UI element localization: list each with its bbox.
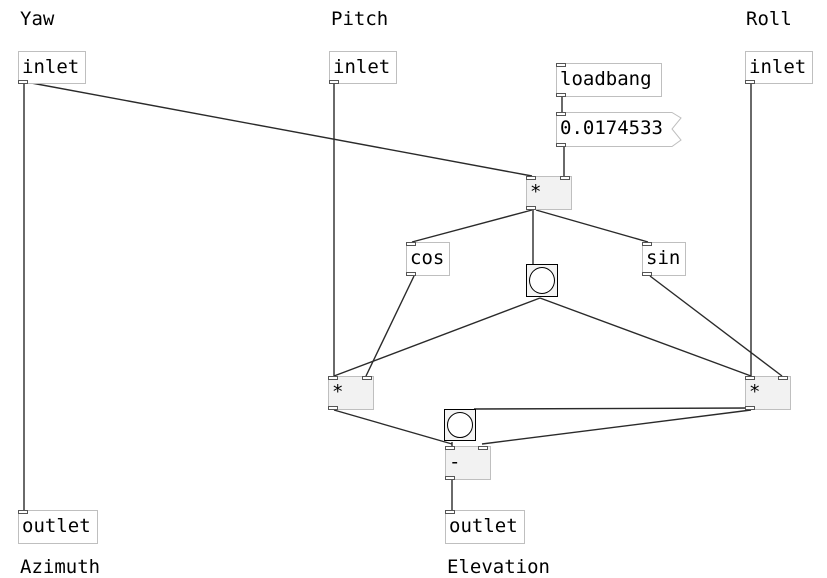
- cord-cos-to-mul-left: [365, 275, 415, 377]
- cos-box[interactable]: cos: [406, 242, 450, 276]
- inlet-port[interactable]: [445, 446, 455, 450]
- cord-mul-right-to-subtract: [481, 409, 752, 445]
- bang-button[interactable]: [526, 264, 558, 297]
- outlet-port[interactable]: [642, 272, 652, 276]
- outlet-port[interactable]: [556, 143, 566, 147]
- multiply-right-text: *: [749, 381, 761, 403]
- cord-bang-to-mul-left: [333, 297, 541, 377]
- outlet-port[interactable]: [329, 80, 339, 84]
- inlet-port[interactable]: [642, 242, 652, 246]
- outlet-elevation-text: outlet: [449, 515, 518, 537]
- bang-circle-icon: [529, 267, 555, 294]
- subtract-box[interactable]: -: [445, 446, 491, 480]
- label-yaw: Yaw: [20, 8, 55, 30]
- outlet-port[interactable]: [745, 406, 755, 410]
- multiply-right-box[interactable]: *: [745, 376, 791, 410]
- inlet-port[interactable]: [556, 63, 566, 67]
- multiply-top-box[interactable]: *: [526, 176, 572, 210]
- outlet-port[interactable]: [556, 93, 566, 97]
- cord-mul-left-to-subtract: [333, 409, 453, 445]
- label-elevation: Elevation: [447, 556, 550, 578]
- inlet-yaw-box[interactable]: inlet: [18, 51, 86, 84]
- cord-mul-to-cos: [411, 209, 533, 243]
- sin-text: sin: [646, 247, 681, 269]
- inlet-port[interactable]: [445, 510, 455, 514]
- message-box-text: 0.0174533: [560, 117, 663, 139]
- inlet-port[interactable]: [328, 376, 338, 380]
- cos-text: cos: [410, 247, 445, 269]
- outlet-port[interactable]: [745, 80, 755, 84]
- inlet-yaw-text: inlet: [22, 56, 80, 78]
- outlet-elevation-box[interactable]: outlet: [445, 510, 525, 544]
- outlet-azimuth-text: outlet: [22, 515, 91, 537]
- inlet-port[interactable]: [526, 176, 536, 180]
- inlet-port[interactable]: [556, 112, 566, 116]
- inlet-port[interactable]: [362, 376, 372, 380]
- inlet-roll-box[interactable]: inlet: [745, 51, 813, 84]
- cord-mul-right-to-bang: [473, 407, 752, 410]
- inlet-port[interactable]: [18, 510, 28, 514]
- bang-circle-icon: [447, 412, 473, 438]
- loadbang-box[interactable]: loadbang: [556, 63, 662, 97]
- inlet-port[interactable]: [478, 446, 488, 450]
- subtract-text: -: [449, 451, 461, 473]
- multiply-left-text: *: [332, 381, 344, 403]
- outlet-port[interactable]: [526, 206, 536, 210]
- outlet-port[interactable]: [18, 80, 28, 84]
- label-roll: Roll: [746, 8, 792, 30]
- outlet-port[interactable]: [328, 406, 338, 410]
- inlet-port[interactable]: [560, 176, 570, 180]
- outlet-port[interactable]: [406, 272, 416, 276]
- cord-sin-to-mul-right: [649, 275, 783, 377]
- multiply-top-text: *: [530, 181, 542, 203]
- sin-box[interactable]: sin: [642, 242, 686, 276]
- inlet-pitch-box[interactable]: inlet: [329, 51, 397, 84]
- inlet-pitch-text: inlet: [333, 56, 391, 78]
- cord-bang-to-mul-right: [539, 297, 752, 377]
- inlet-port[interactable]: [406, 242, 416, 246]
- loadbang-text: loadbang: [560, 68, 652, 90]
- bang-button-2[interactable]: [444, 409, 476, 441]
- inlet-port[interactable]: [778, 376, 788, 380]
- inlet-roll-text: inlet: [749, 56, 807, 78]
- outlet-azimuth-box[interactable]: outlet: [18, 510, 98, 544]
- label-pitch: Pitch: [331, 8, 389, 30]
- multiply-left-box[interactable]: *: [328, 376, 374, 410]
- message-box-frame: [556, 112, 682, 147]
- cord-mul-to-sin: [535, 209, 649, 243]
- label-azimuth: Azimuth: [20, 556, 101, 578]
- message-box-deg-to-rad[interactable]: 0.0174533: [556, 112, 682, 147]
- inlet-port[interactable]: [745, 376, 755, 380]
- cord-yaw-to-mul: [25, 81, 533, 177]
- outlet-port[interactable]: [445, 476, 455, 480]
